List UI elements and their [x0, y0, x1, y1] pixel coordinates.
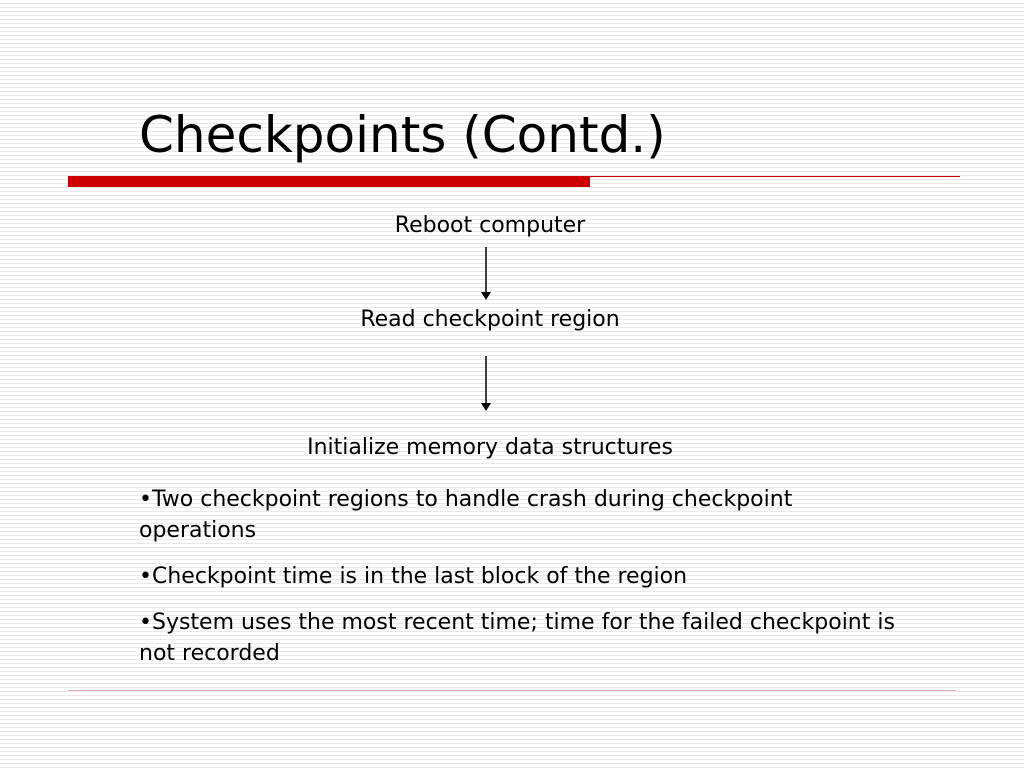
title-underline-bar: [68, 176, 590, 187]
down-arrow-icon: [481, 247, 491, 300]
flow-step-reboot: Reboot computer: [394, 213, 586, 238]
flow-step-initialize: Initialize memory data structures: [307, 435, 673, 460]
bullet-item: •Checkpoint time is in the last block of…: [139, 564, 688, 589]
footer-divider: [68, 690, 956, 691]
bullet-list: •Two checkpoint regions to handle crash …: [139, 484, 899, 684]
down-arrow-icon: [481, 356, 491, 411]
bullet-item: •Two checkpoint regions to handle crash …: [139, 487, 793, 543]
flow-step-read-checkpoint: Read checkpoint region: [360, 307, 620, 332]
title-underline-thin: [590, 176, 960, 177]
slide-title: Checkpoints (Contd.): [139, 106, 666, 164]
bullet-item: •System uses the most recent time; time …: [139, 610, 895, 666]
